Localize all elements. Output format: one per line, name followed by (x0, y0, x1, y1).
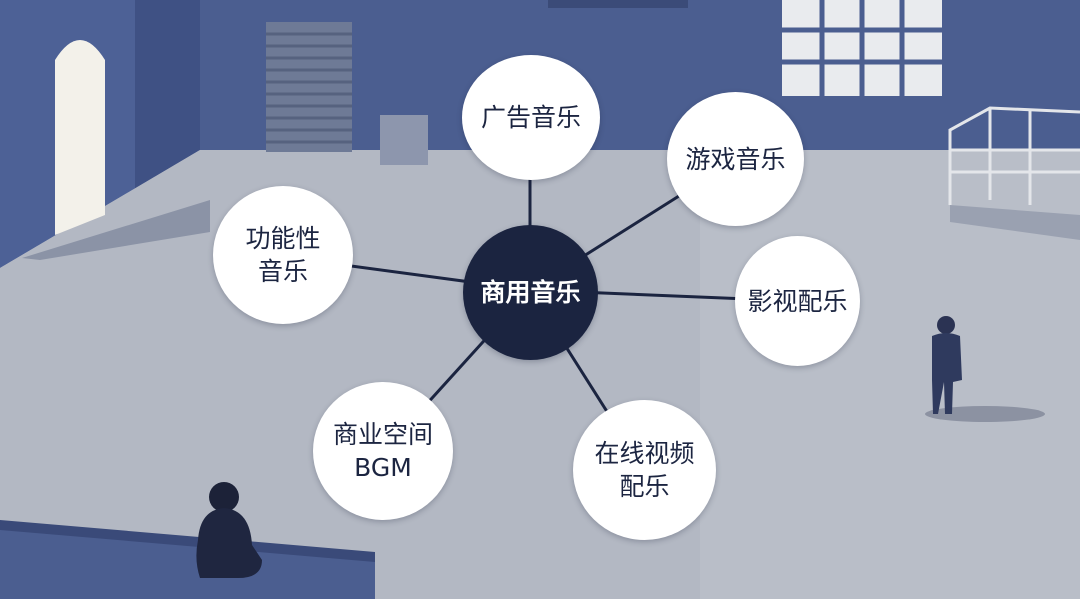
node-label: 影视配乐 (747, 286, 848, 316)
node-game-music: 游戏音乐 (667, 92, 804, 226)
sitting-person-head (209, 482, 239, 512)
node-label-line-2: 音乐 (257, 257, 308, 286)
node-film-score: 影视配乐 (735, 236, 860, 366)
standing-person-head (937, 316, 955, 334)
standing-person (932, 333, 962, 414)
node-label-line-1: 商业空间 (332, 420, 433, 449)
box (380, 115, 428, 165)
person-shadow (925, 406, 1045, 422)
top-window (548, 0, 688, 8)
doorway-shadow (22, 200, 210, 260)
platform (950, 205, 1080, 240)
node-commercial-space-bgm: 商业空间 BGM (313, 382, 453, 520)
sitting-person (196, 508, 262, 578)
center-node-label: 商用音乐 (480, 278, 581, 307)
node-label: 游戏音乐 (685, 144, 786, 174)
doorway (55, 40, 105, 235)
node-functional-music: 功能性 音乐 (213, 186, 353, 324)
node-label-line-2: BGM (354, 453, 412, 482)
node-label-line-2: 配乐 (619, 472, 670, 501)
node-label-line-1: 功能性 (245, 224, 321, 253)
center-node: 商用音乐 (463, 225, 598, 360)
ledge (0, 528, 375, 599)
ledge-top (0, 520, 375, 562)
node-label-line-1: 在线视频 (594, 439, 695, 468)
node-ad-music: 广告音乐 (462, 55, 600, 180)
node-online-video-score: 在线视频 配乐 (573, 400, 716, 540)
node-label: 广告音乐 (480, 103, 581, 132)
